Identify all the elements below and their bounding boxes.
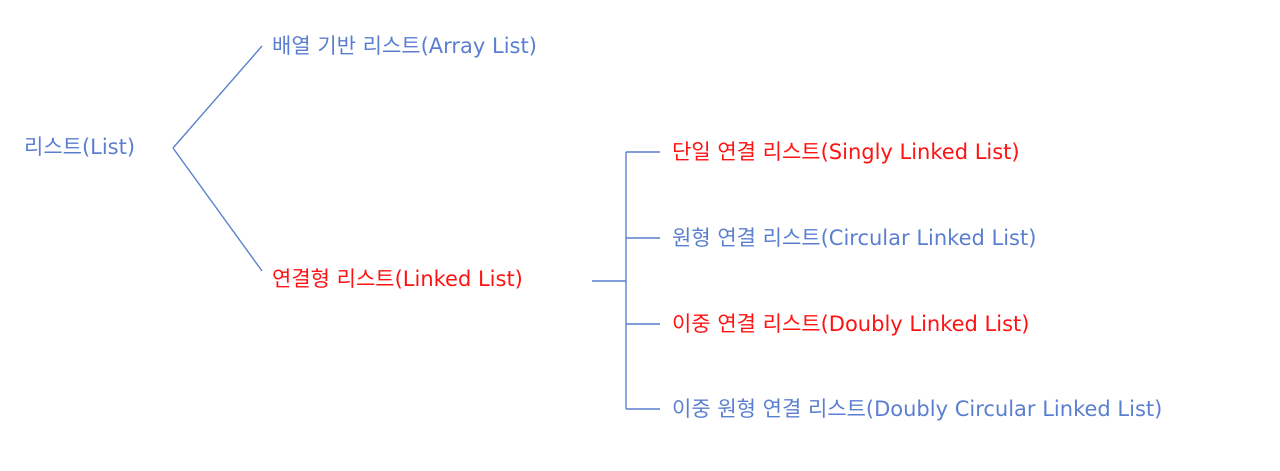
connector-root-to-linked	[172, 147, 263, 272]
node-doubly-circular-linked-list: 이중 원형 연결 리스트(Doubly Circular Linked List…	[672, 397, 1163, 421]
node-list: 리스트(List)	[24, 135, 136, 159]
connector-root-to-array	[172, 45, 263, 149]
node-circular-linked-list: 원형 연결 리스트(Circular Linked List)	[672, 226, 1037, 250]
node-doubly-linked-list: 이중 연결 리스트(Doubly Linked List)	[672, 312, 1030, 336]
node-linked-list: 연결형 리스트(Linked List)	[272, 267, 523, 291]
node-singly-linked-list: 단일 연결 리스트(Singly Linked List)	[672, 140, 1020, 164]
node-array-list: 배열 기반 리스트(Array List)	[272, 34, 537, 58]
